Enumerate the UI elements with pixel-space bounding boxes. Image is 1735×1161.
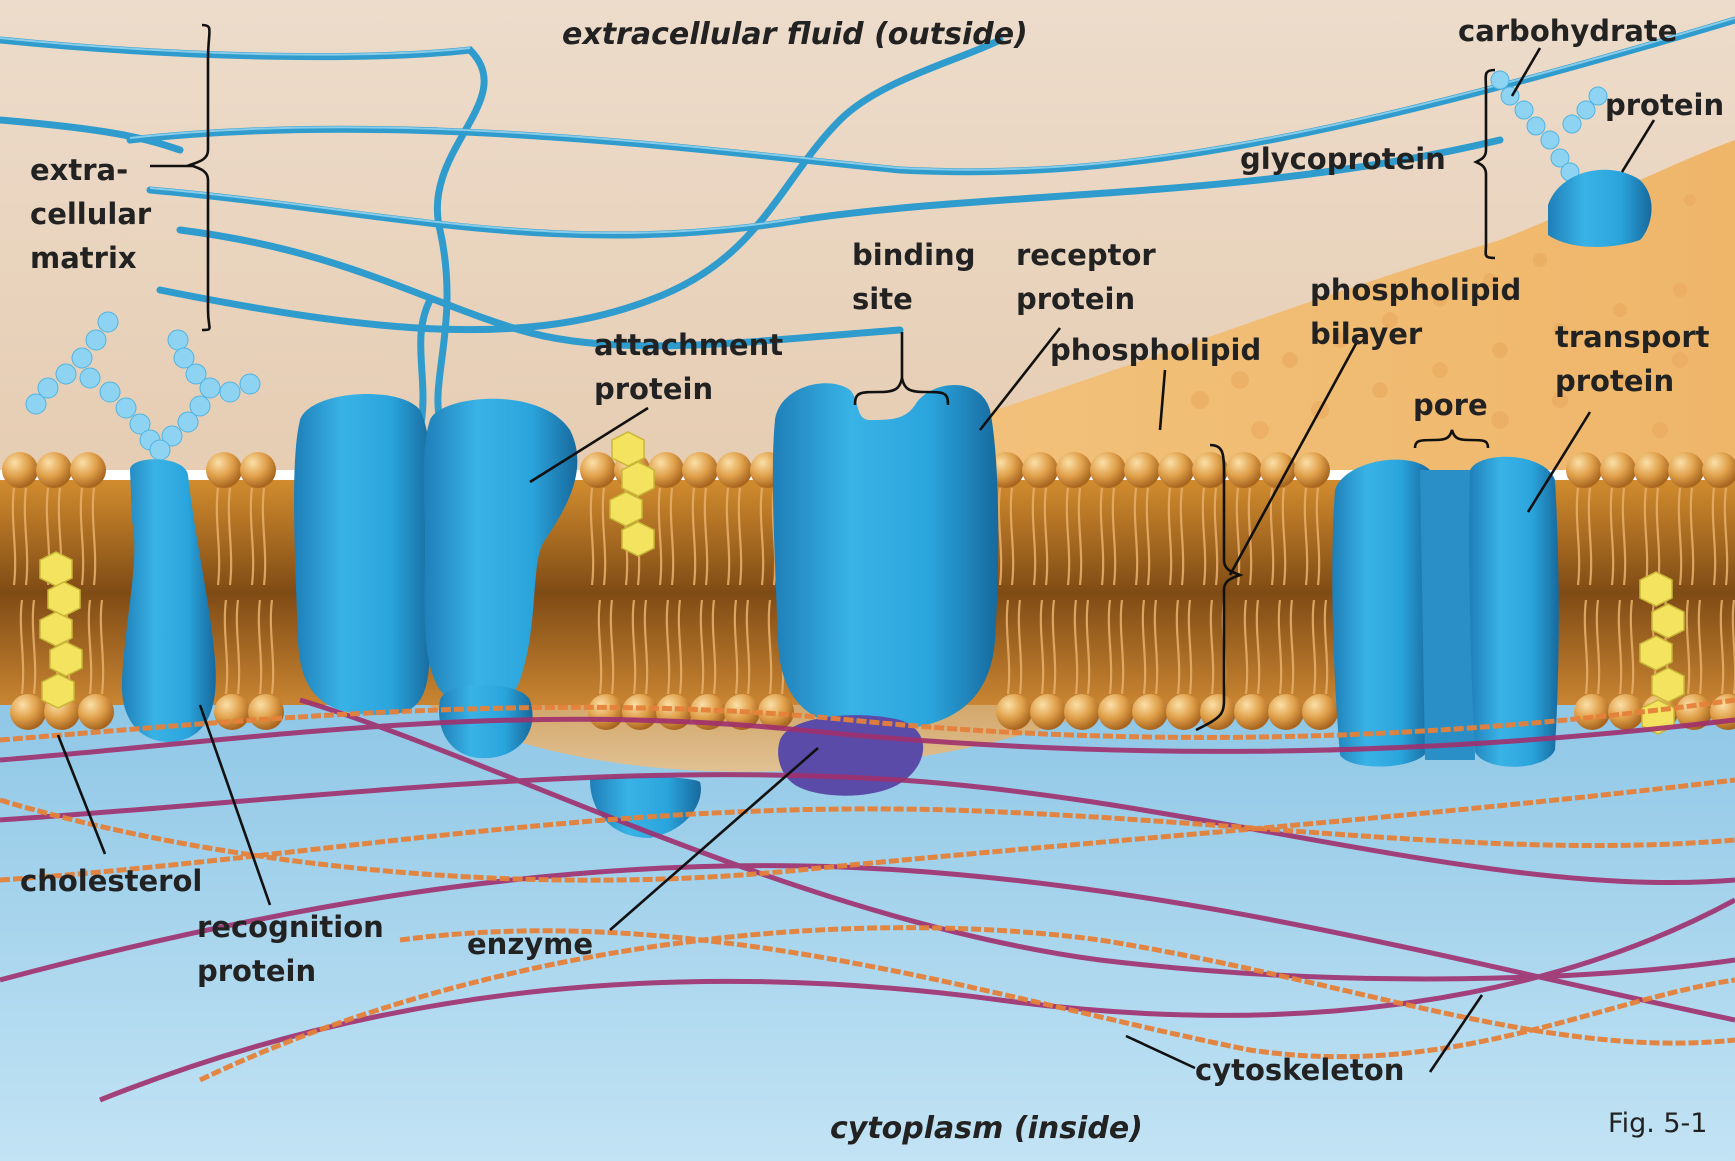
phospholipid-head [78, 694, 114, 730]
attachment-protein-line-1: attachment [594, 323, 783, 367]
transport-protein-center [1420, 470, 1475, 760]
phospholipid-head [1090, 452, 1126, 488]
phospholipid-bilayer-line-1: phospholipid [1310, 268, 1521, 312]
cytoplasm-label: cytoplasm (inside) [830, 1107, 1143, 1151]
phospholipid-label: phospholipid [1050, 328, 1261, 372]
phospholipid-head [588, 694, 624, 730]
phospholipid-bilayer-line-2: bilayer [1310, 312, 1422, 356]
transport-protein-line-1: transport [1555, 315, 1710, 359]
phospholipid-head [214, 694, 250, 730]
phospholipid-head [10, 694, 46, 730]
phospholipid-head [656, 694, 692, 730]
phospholipid-head [1098, 694, 1134, 730]
phospholipid-head [240, 452, 276, 488]
phospholipid-head [1234, 694, 1270, 730]
extracellular-fluid-label: extracellular fluid (outside) [562, 13, 1028, 57]
phospholipid-head [2, 452, 38, 488]
phospholipid-head [1132, 694, 1168, 730]
phospholipid-head [1600, 452, 1636, 488]
receptor-protein-line-2: protein [1016, 277, 1135, 321]
phospholipid-head [1124, 452, 1160, 488]
binding-site-line-1: binding [852, 233, 975, 277]
phospholipid-head [1260, 452, 1296, 488]
phospholipid-head [1302, 694, 1338, 730]
phospholipid-head [1668, 452, 1704, 488]
cholesterol-label: cholesterol [20, 859, 202, 903]
phospholipid-head [996, 694, 1032, 730]
phospholipid-head [206, 452, 242, 488]
phospholipid-head [1030, 694, 1066, 730]
extracellular-matrix-line-2: cellular [30, 192, 151, 236]
recognition-protein-line-2: protein [197, 949, 316, 993]
phospholipid-head [248, 694, 284, 730]
recognition-protein-line-1: recognition [197, 905, 384, 949]
phospholipid-head [36, 452, 72, 488]
transport-protein-left [1332, 460, 1430, 767]
cytoskeleton-label: cytoskeleton [1195, 1048, 1404, 1092]
phospholipid-head [716, 452, 752, 488]
phospholipid-head [1056, 452, 1092, 488]
phospholipid-head [1226, 452, 1262, 488]
phospholipid-head [1022, 452, 1058, 488]
phospholipid-head [1566, 452, 1602, 488]
glycoprotein-label: glycoprotein [1240, 137, 1446, 181]
phospholipid-head [1158, 452, 1194, 488]
transport-protein-line-2: protein [1555, 359, 1674, 403]
phospholipid-head [1166, 694, 1202, 730]
phospholipid-head [1634, 452, 1670, 488]
phospholipid-head [622, 694, 658, 730]
protein-label: protein [1605, 83, 1724, 127]
phospholipid-head [580, 452, 616, 488]
phospholipid-head [1574, 694, 1610, 730]
phospholipid-head [682, 452, 718, 488]
pore-label: pore [1413, 383, 1488, 427]
receptor-protein-line-1: receptor [1016, 233, 1156, 277]
carbohydrate-label: carbohydrate [1458, 9, 1677, 53]
extracellular-matrix-line-1: extra- [30, 148, 128, 192]
attachment-protein-left [294, 394, 432, 715]
receptor-protein-shape [773, 383, 998, 730]
phospholipid-head [1294, 452, 1330, 488]
attachment-protein-line-2: protein [594, 367, 713, 411]
extracellular-matrix-line-3: matrix [30, 236, 137, 280]
phospholipid-head [70, 452, 106, 488]
enzyme-label: enzyme [467, 922, 593, 966]
phospholipid-head [1064, 694, 1100, 730]
phospholipid-head [1268, 694, 1304, 730]
binding-site-line-2: site [852, 277, 913, 321]
figure-number: Fig. 5-1 [1608, 1108, 1707, 1139]
